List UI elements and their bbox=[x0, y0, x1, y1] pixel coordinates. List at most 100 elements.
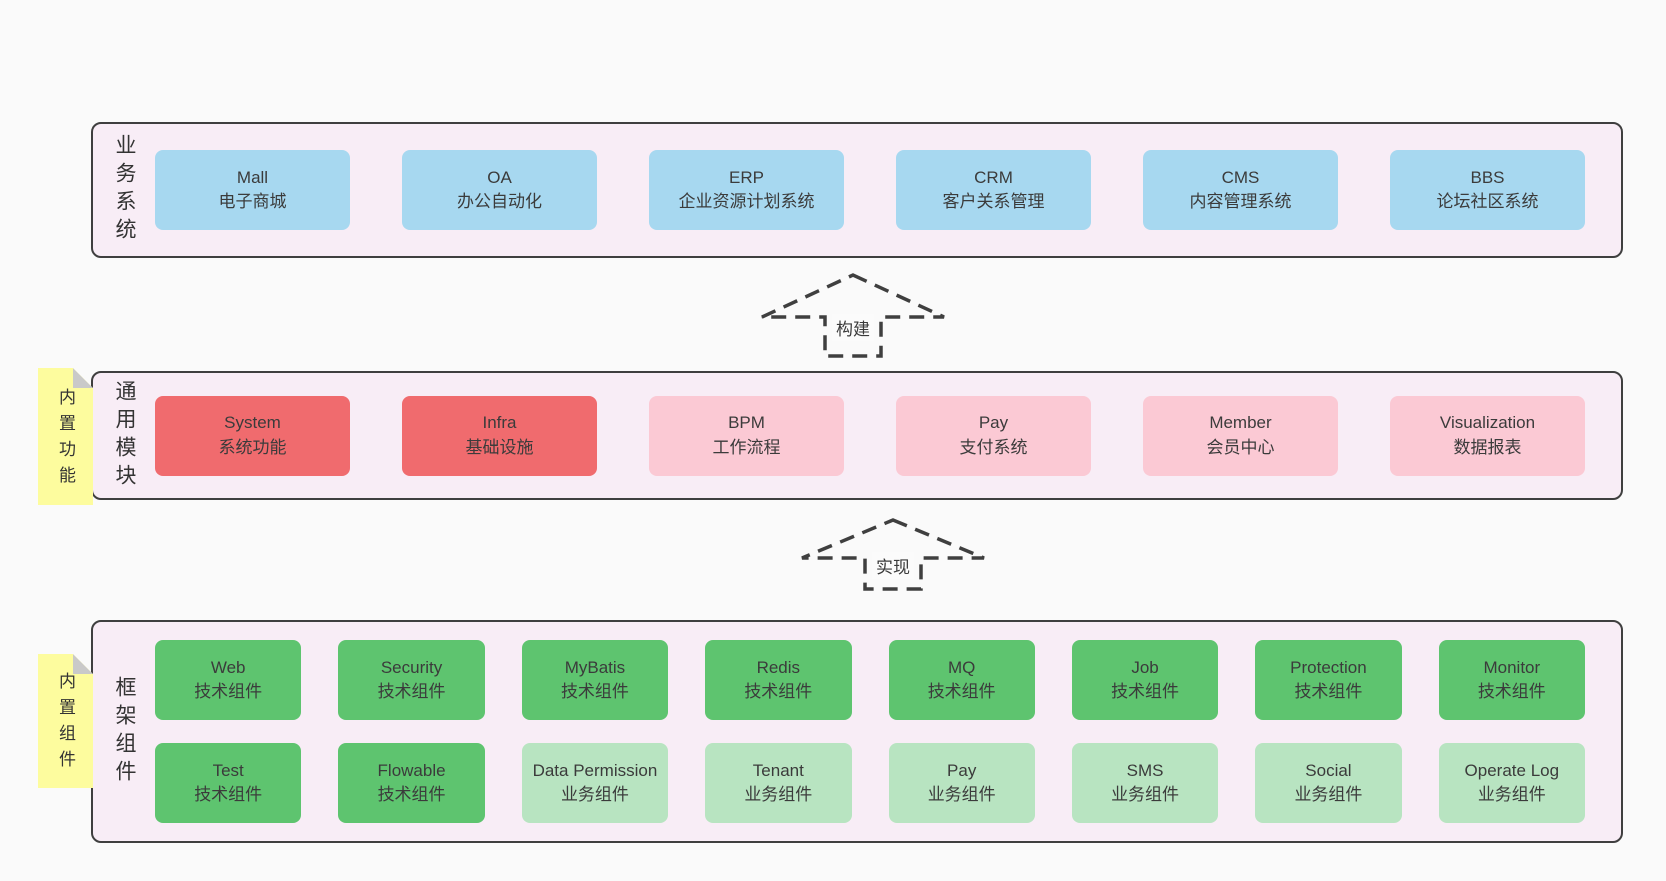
box-name: Pay bbox=[978, 413, 1009, 433]
box-name: System bbox=[224, 413, 281, 433]
box-oa: OA 办公自动化 bbox=[402, 150, 597, 230]
box-pay-module: Pay 支付系统 bbox=[896, 395, 1091, 476]
box-desc: 论坛社区系统 bbox=[1436, 192, 1539, 211]
box-cms: CMS 内容管理系统 bbox=[1143, 150, 1338, 230]
box-desc: 技术组件 bbox=[560, 682, 629, 701]
box-system: System 系统功能 bbox=[155, 395, 350, 476]
box-name: ERP bbox=[729, 167, 764, 187]
box-name: Security bbox=[380, 657, 443, 677]
box-name: Job bbox=[1131, 657, 1159, 677]
box-desc: 技术组件 bbox=[194, 785, 263, 804]
box-desc: 业务组件 bbox=[1294, 785, 1363, 804]
box-desc: 技术组件 bbox=[377, 682, 446, 701]
box-test: Test 技术组件 bbox=[155, 743, 302, 823]
business-systems-label: 业务系统 bbox=[113, 134, 136, 246]
box-tenant: Tenant 业务组件 bbox=[705, 743, 852, 823]
box-infra: Infra 基础设施 bbox=[402, 395, 597, 476]
box-name: Flowable bbox=[377, 760, 446, 780]
box-desc: 技术组件 bbox=[377, 785, 446, 804]
box-name: Redis bbox=[756, 657, 801, 677]
box-name: MQ bbox=[947, 657, 976, 677]
up-arrow-icon bbox=[761, 273, 945, 358]
box-operate-log: Operate Log 业务组件 bbox=[1438, 743, 1585, 823]
box-name: CMS bbox=[1221, 167, 1260, 187]
builtin-components-note-text: 内置组件 bbox=[56, 672, 75, 776]
box-bpm: BPM 工作流程 bbox=[649, 395, 844, 476]
box-desc: 电子商城 bbox=[218, 192, 287, 211]
box-desc: 业务组件 bbox=[1111, 785, 1180, 804]
box-crm: CRM 客户关系管理 bbox=[896, 150, 1091, 230]
box-desc: 业务组件 bbox=[1477, 785, 1546, 804]
framework-components-layer: 框架组件 Web 技术组件 Security 技术组件 MyBatis 技术组件… bbox=[91, 620, 1623, 843]
builtin-functions-note: 内置功能 bbox=[38, 368, 93, 505]
box-job: Job 技术组件 bbox=[1071, 640, 1219, 720]
box-desc: 技术组件 bbox=[1294, 682, 1363, 701]
box-desc: 业务组件 bbox=[927, 785, 996, 804]
box-desc: 内容管理系统 bbox=[1189, 192, 1292, 211]
note-fold-corner-icon bbox=[73, 368, 93, 388]
builtin-functions-note-text: 内置功能 bbox=[56, 387, 75, 492]
box-desc: 业务组件 bbox=[560, 785, 629, 804]
box-name: Visualization bbox=[1439, 413, 1536, 433]
box-name: CRM bbox=[974, 167, 1013, 187]
box-name: BPM bbox=[728, 413, 765, 433]
box-name: Operate Log bbox=[1464, 760, 1560, 780]
box-protection: Protection 技术组件 bbox=[1255, 640, 1402, 720]
box-web: Web 技术组件 bbox=[155, 640, 302, 720]
build-arrow-label: 构建 bbox=[832, 314, 874, 341]
framework-components-label: 框架组件 bbox=[113, 675, 136, 788]
box-desc: 企业资源计划系统 bbox=[678, 192, 815, 211]
box-flowable: Flowable 技术组件 bbox=[338, 743, 485, 823]
box-desc: 基础设施 bbox=[465, 437, 534, 457]
box-name: OA bbox=[487, 167, 512, 187]
box-visualization: Visualization 数据报表 bbox=[1390, 395, 1585, 476]
box-pay-component: Pay 业务组件 bbox=[888, 743, 1035, 823]
up-arrow-icon bbox=[801, 518, 985, 591]
box-desc: 技术组件 bbox=[1111, 682, 1180, 701]
box-bbs: BBS 论坛社区系统 bbox=[1390, 150, 1585, 230]
builtin-components-note: 内置组件 bbox=[38, 654, 93, 788]
box-desc: 系统功能 bbox=[218, 437, 287, 457]
box-redis: Redis 技术组件 bbox=[705, 640, 852, 720]
box-security: Security 技术组件 bbox=[338, 640, 485, 720]
box-desc: 业务组件 bbox=[744, 785, 813, 804]
box-desc: 支付系统 bbox=[959, 437, 1028, 457]
box-name: Protection bbox=[1290, 657, 1367, 677]
box-desc: 技术组件 bbox=[927, 682, 996, 701]
box-desc: 会员中心 bbox=[1206, 437, 1275, 457]
box-mall: Mall 电子商城 bbox=[155, 150, 350, 230]
box-desc: 办公自动化 bbox=[457, 192, 542, 211]
common-modules-layer: 通用模块 System 系统功能 Infra 基础设施 BPM 工作流程 Pay… bbox=[91, 371, 1623, 500]
box-name: Mall bbox=[236, 167, 269, 187]
box-monitor: Monitor 技术组件 bbox=[1438, 640, 1585, 720]
box-data-permission: Data Permission 业务组件 bbox=[521, 743, 669, 823]
box-mq: MQ 技术组件 bbox=[888, 640, 1035, 720]
box-sms: SMS 业务组件 bbox=[1071, 743, 1219, 823]
box-name: Member bbox=[1209, 413, 1272, 433]
common-modules-boxes: System 系统功能 Infra 基础设施 BPM 工作流程 Pay 支付系统… bbox=[155, 373, 1621, 498]
box-name: Pay bbox=[947, 760, 977, 780]
implement-arrow-label: 实现 bbox=[872, 552, 914, 579]
box-name: Tenant bbox=[752, 760, 804, 780]
box-mybatis: MyBatis 技术组件 bbox=[521, 640, 669, 720]
box-desc: 技术组件 bbox=[1477, 682, 1546, 701]
box-desc: 技术组件 bbox=[194, 682, 263, 701]
box-name: Social bbox=[1305, 760, 1352, 780]
business-systems-boxes: Mall 电子商城 OA 办公自动化 ERP 企业资源计划系统 CRM 客户关系… bbox=[155, 124, 1621, 256]
box-name: BBS bbox=[1470, 167, 1505, 187]
box-desc: 工作流程 bbox=[712, 437, 781, 457]
business-systems-layer: 业务系统 Mall 电子商城 OA 办公自动化 ERP 企业资源计划系统 CRM… bbox=[91, 122, 1623, 258]
note-fold-corner-icon bbox=[73, 654, 93, 674]
implement-arrow: 实现 bbox=[798, 516, 988, 592]
box-desc: 客户关系管理 bbox=[942, 192, 1045, 211]
box-name: Infra bbox=[482, 413, 517, 433]
common-modules-label: 通用模块 bbox=[113, 379, 136, 492]
build-arrow: 构建 bbox=[758, 270, 948, 360]
box-name: Data Permission bbox=[532, 760, 658, 780]
box-name: SMS bbox=[1126, 760, 1164, 780]
box-social: Social 业务组件 bbox=[1255, 743, 1402, 823]
box-name: Monitor bbox=[1483, 657, 1541, 677]
box-erp: ERP 企业资源计划系统 bbox=[649, 150, 844, 230]
box-desc: 数据报表 bbox=[1453, 437, 1522, 457]
box-name: MyBatis bbox=[564, 657, 626, 677]
